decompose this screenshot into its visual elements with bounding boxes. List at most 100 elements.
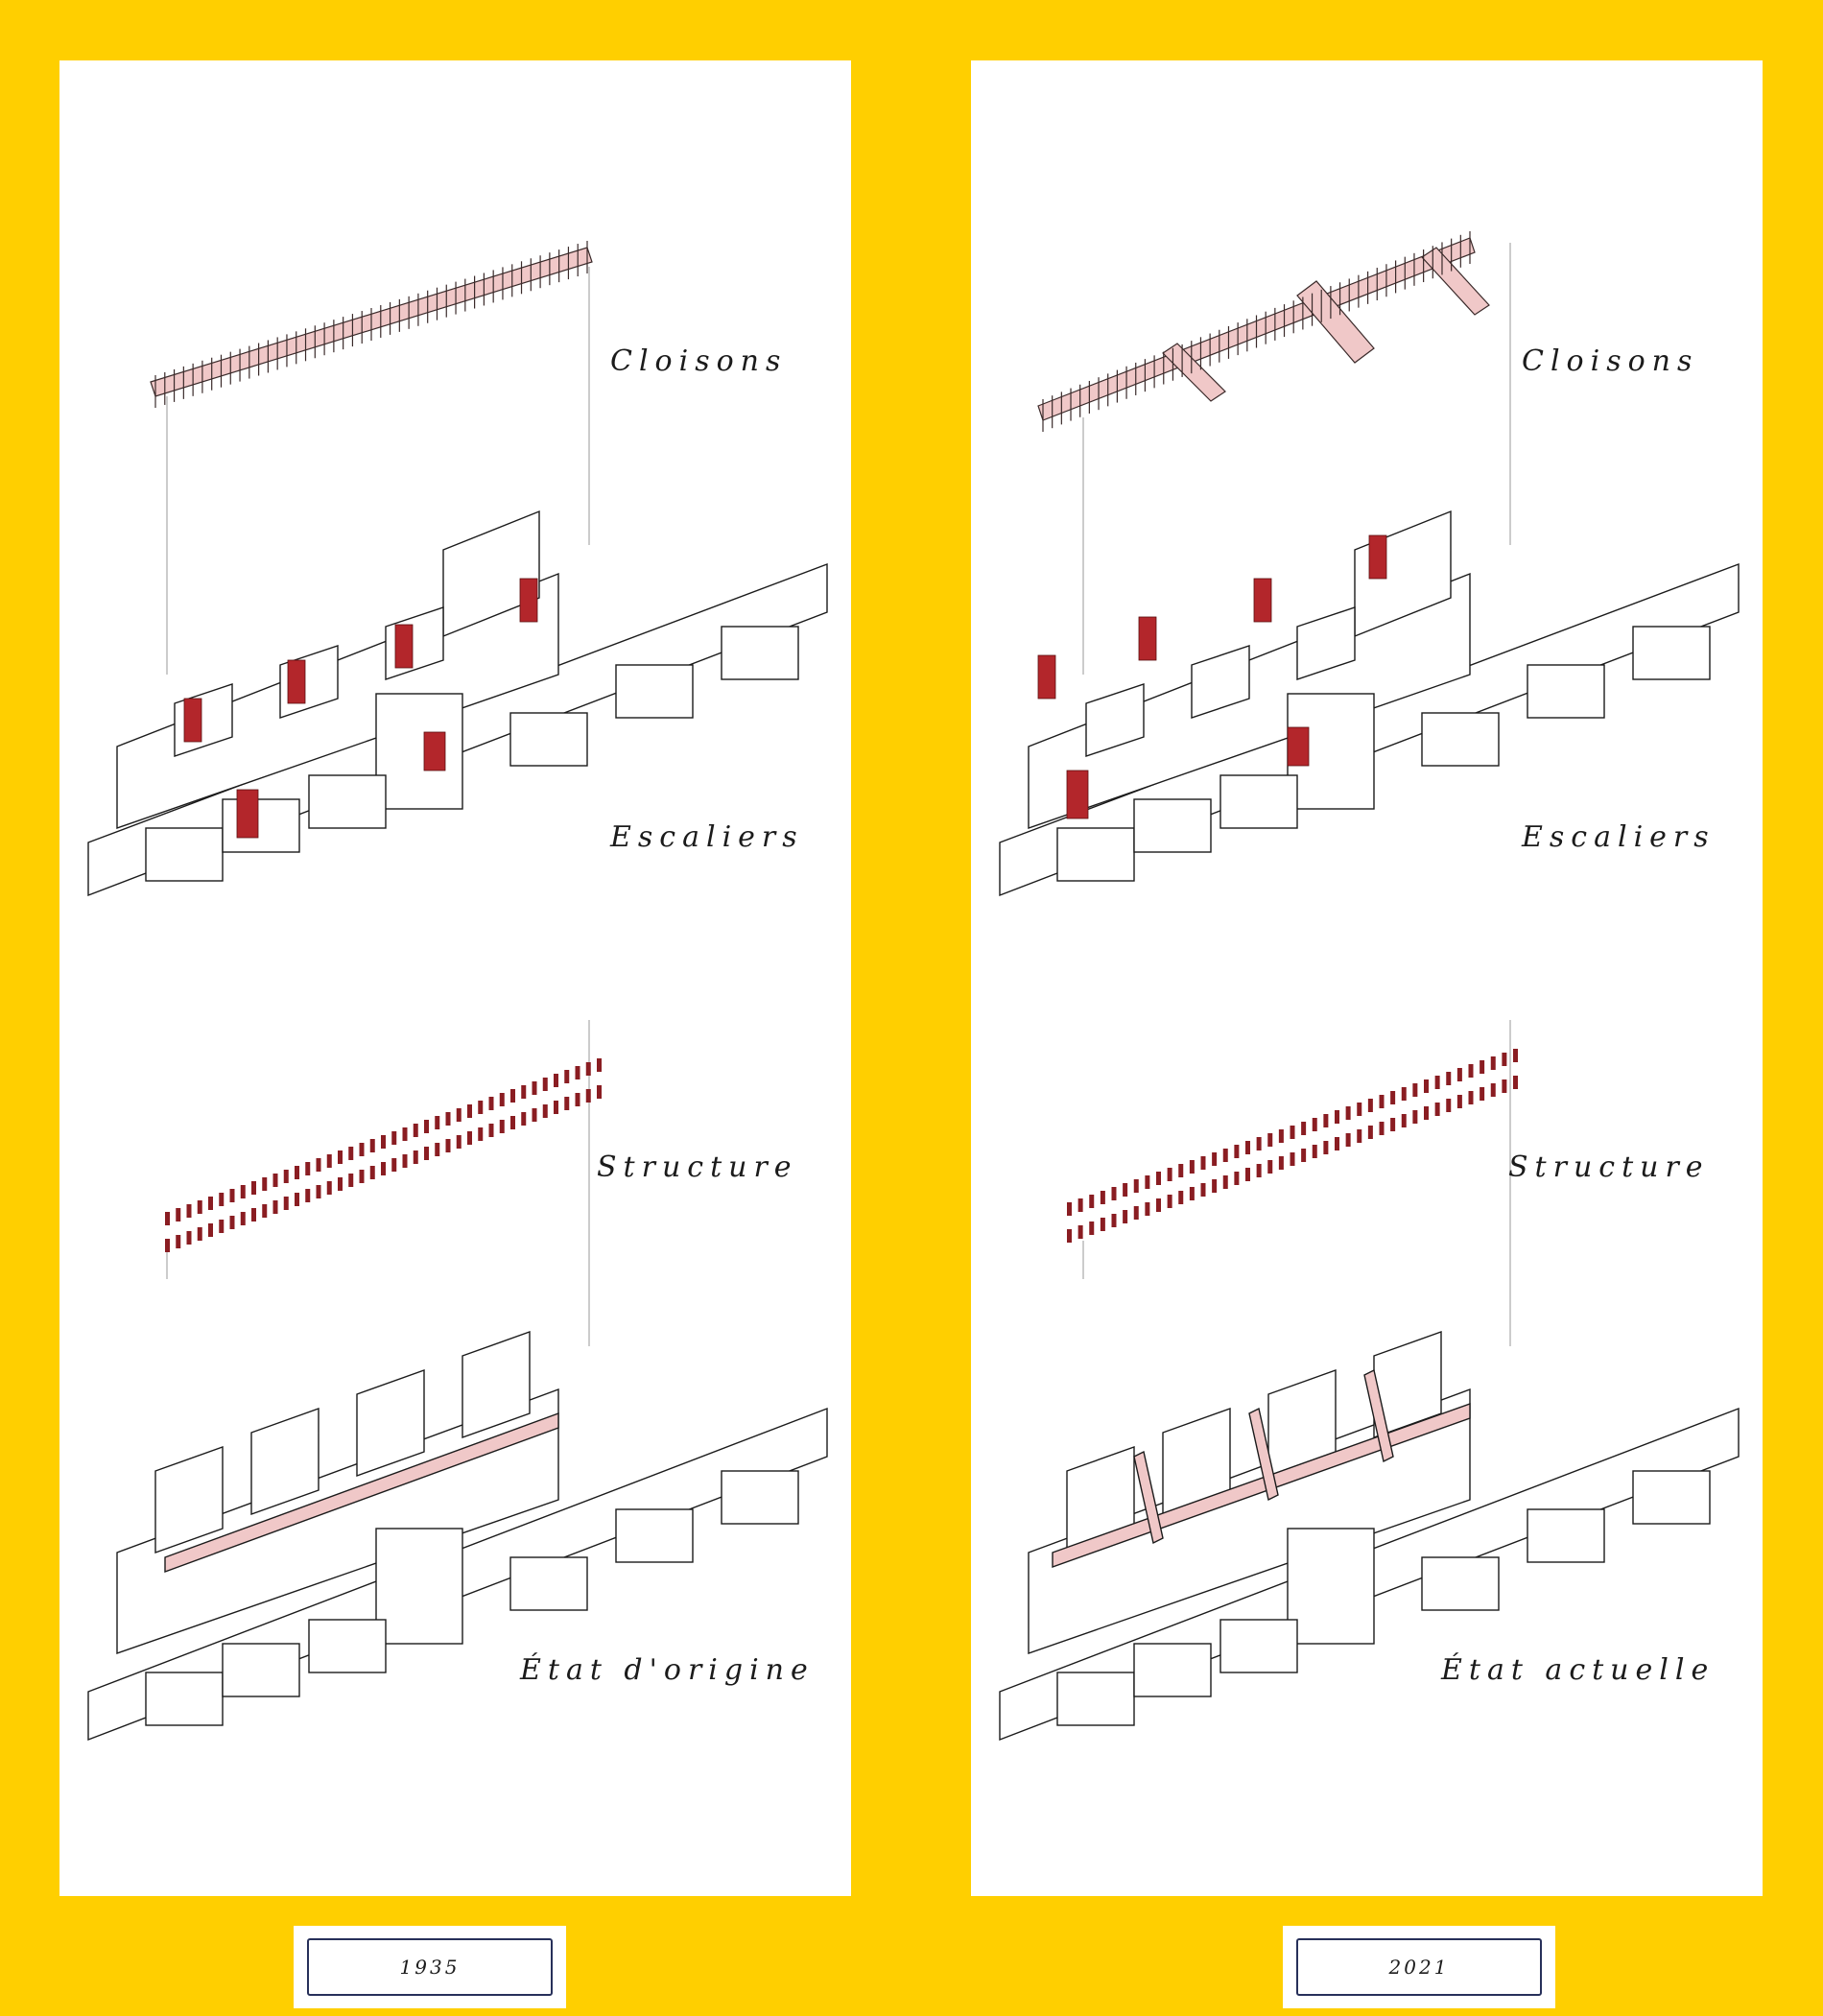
structure-column — [488, 1097, 494, 1110]
structure-column — [1335, 1137, 1339, 1150]
structure-column — [391, 1158, 397, 1172]
structure-column — [1434, 1103, 1440, 1116]
structure-column — [478, 1127, 484, 1141]
building-stairs-view — [999, 510, 1740, 897]
structure-column — [316, 1185, 321, 1198]
year-box-current: 2021 — [1283, 1926, 1555, 2008]
structure-column — [326, 1181, 332, 1195]
structure-column — [445, 1112, 451, 1126]
structure-column — [1267, 1133, 1273, 1147]
structure-column — [251, 1181, 256, 1195]
structure-column — [1145, 1175, 1150, 1189]
structure-column — [575, 1066, 580, 1079]
structure-column — [1513, 1076, 1518, 1089]
axonometric-drawing-original — [87, 241, 828, 1742]
structure-column — [1290, 1126, 1295, 1139]
structure-column — [1256, 1137, 1262, 1150]
year-frame: 1935 — [307, 1938, 553, 1996]
label-etat: État d'origine — [520, 1653, 815, 1687]
structure-column — [1222, 1175, 1228, 1189]
structure-column — [305, 1189, 311, 1202]
structure-column — [348, 1174, 354, 1187]
structure-column — [251, 1208, 256, 1221]
structure-column — [521, 1085, 527, 1099]
structure-column — [1412, 1110, 1418, 1124]
structure-column — [1367, 1126, 1373, 1139]
structure-column — [1145, 1202, 1150, 1216]
structure-column — [1290, 1152, 1295, 1166]
structure-column — [369, 1166, 375, 1179]
panel-current: Cloisons Escaliers Structure État actuel… — [971, 60, 1763, 1896]
structure-column — [208, 1197, 213, 1210]
structure-column — [413, 1124, 418, 1137]
structure-column — [542, 1104, 548, 1118]
building-stairs-view — [87, 510, 828, 897]
structure-column — [338, 1150, 343, 1164]
structure-columns — [1067, 1049, 1518, 1243]
structure-column — [316, 1158, 321, 1172]
structure-column — [1424, 1079, 1429, 1093]
structure-column — [1390, 1091, 1396, 1104]
structure-column — [229, 1189, 235, 1202]
structure-column — [1200, 1156, 1206, 1170]
structure-column — [283, 1197, 289, 1210]
structure-column — [1446, 1099, 1452, 1112]
structure-column — [1480, 1060, 1485, 1074]
structure-column — [467, 1104, 472, 1118]
structure-column — [305, 1162, 311, 1175]
structure-column — [499, 1093, 505, 1106]
structure-column — [1278, 1129, 1284, 1143]
structure-column — [510, 1116, 515, 1129]
structure-column — [1312, 1118, 1317, 1131]
structure-column — [262, 1204, 268, 1218]
structure-column — [295, 1193, 299, 1206]
structure-column — [338, 1177, 343, 1191]
structure-column — [532, 1108, 537, 1122]
stairs-red — [1037, 534, 1387, 819]
structure-column — [219, 1193, 225, 1206]
structure-column — [369, 1139, 375, 1152]
year-label: 1935 — [399, 1956, 461, 1979]
structure-column — [359, 1143, 365, 1156]
structure-column — [1323, 1114, 1329, 1127]
structure-column — [575, 1093, 580, 1106]
structure-column — [1178, 1191, 1184, 1204]
structure-column — [1167, 1168, 1172, 1181]
structure-column — [1189, 1187, 1195, 1200]
structure-column — [176, 1208, 181, 1221]
structure-column — [208, 1223, 213, 1237]
structure-column — [424, 1120, 429, 1133]
structure-column — [1301, 1122, 1307, 1135]
structure-column — [1390, 1118, 1396, 1131]
structure-column — [1301, 1149, 1307, 1162]
axonometric-drawing-current — [999, 231, 1740, 1742]
structure-column — [435, 1143, 440, 1156]
structure-column — [186, 1231, 192, 1245]
structure-column — [456, 1108, 462, 1122]
structure-column — [1245, 1141, 1250, 1154]
structure-column — [1490, 1083, 1496, 1097]
structure-column — [1067, 1202, 1072, 1216]
structure-column — [1077, 1225, 1083, 1239]
leader-lines — [1082, 243, 1511, 1346]
structure-column — [1323, 1141, 1329, 1154]
structure-column — [1100, 1218, 1105, 1231]
structure-column — [348, 1147, 354, 1160]
structure-column — [564, 1097, 570, 1110]
structure-column — [1111, 1187, 1117, 1200]
label-structure: Structure — [597, 1150, 798, 1184]
structure-column — [1178, 1164, 1184, 1177]
structure-column — [1278, 1156, 1284, 1170]
structure-column — [1089, 1221, 1095, 1235]
structure-column — [1513, 1049, 1518, 1062]
structure-column — [1222, 1149, 1228, 1162]
structure-column — [1401, 1114, 1407, 1127]
structure-column — [488, 1124, 494, 1137]
structure-column — [1456, 1068, 1462, 1081]
structure-column — [295, 1166, 299, 1179]
structure-column — [1089, 1195, 1095, 1208]
structure-column — [413, 1150, 418, 1164]
structure-column — [1412, 1083, 1418, 1097]
structure-column — [240, 1212, 246, 1225]
structure-column — [1100, 1191, 1105, 1204]
